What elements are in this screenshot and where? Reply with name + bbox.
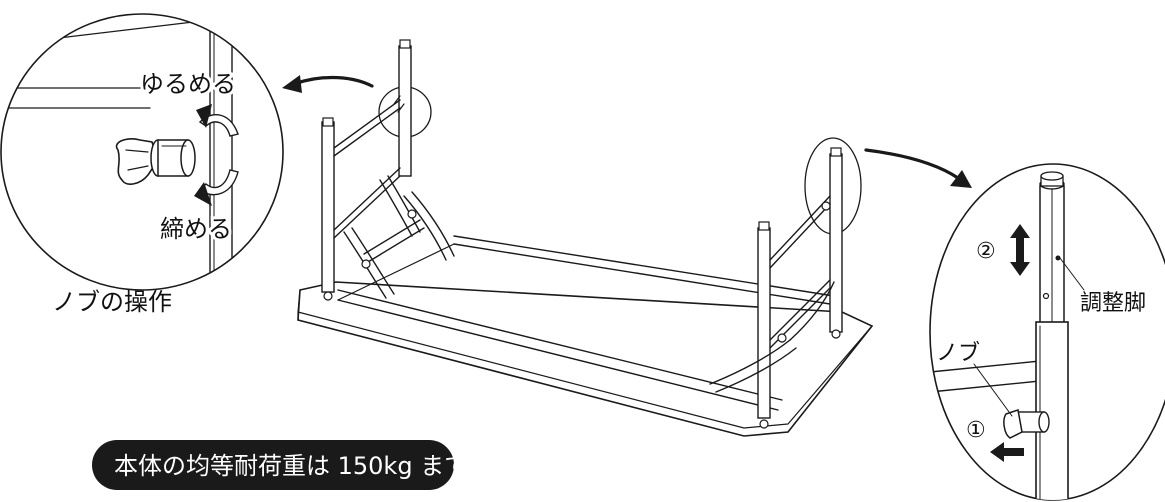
step-2-marker: ②	[976, 239, 996, 264]
load-capacity-text: 本体の均等耐荷重は 150kg まで	[114, 452, 468, 480]
notice-badge-background	[92, 440, 454, 490]
loosen-label: ゆるめる	[140, 70, 236, 98]
adjust-height-arrow-icon	[1010, 224, 1030, 276]
adjuster-knob-icon	[1003, 409, 1050, 439]
knob-detail-callout: ゆるめる 締める ノブの操作	[0, 13, 284, 316]
adjuster-detail-content	[930, 171, 1085, 500]
load-capacity-notice: 本体の均等耐荷重は 150kg まで	[92, 440, 468, 490]
step-1-marker: ①	[966, 418, 986, 443]
loosen-rotation-arrow-icon	[196, 104, 239, 137]
left-leg-frame	[321, 39, 455, 301]
pull-knob-arrow-icon	[990, 442, 1024, 462]
right-leg-frame	[709, 147, 843, 429]
adjuster-detail-callout: ② ① ノブ 調整脚	[929, 163, 1165, 501]
tighten-label: 締める	[160, 215, 232, 243]
knob-icon	[115, 138, 196, 185]
knob-operation-caption: ノブの操作	[52, 288, 172, 316]
knob-label: ノブ	[936, 341, 980, 366]
tighten-rotation-arrow-icon	[194, 169, 239, 206]
folding-table-illustration	[297, 39, 874, 437]
adjuster-leg-label: 調整脚	[1080, 291, 1146, 316]
